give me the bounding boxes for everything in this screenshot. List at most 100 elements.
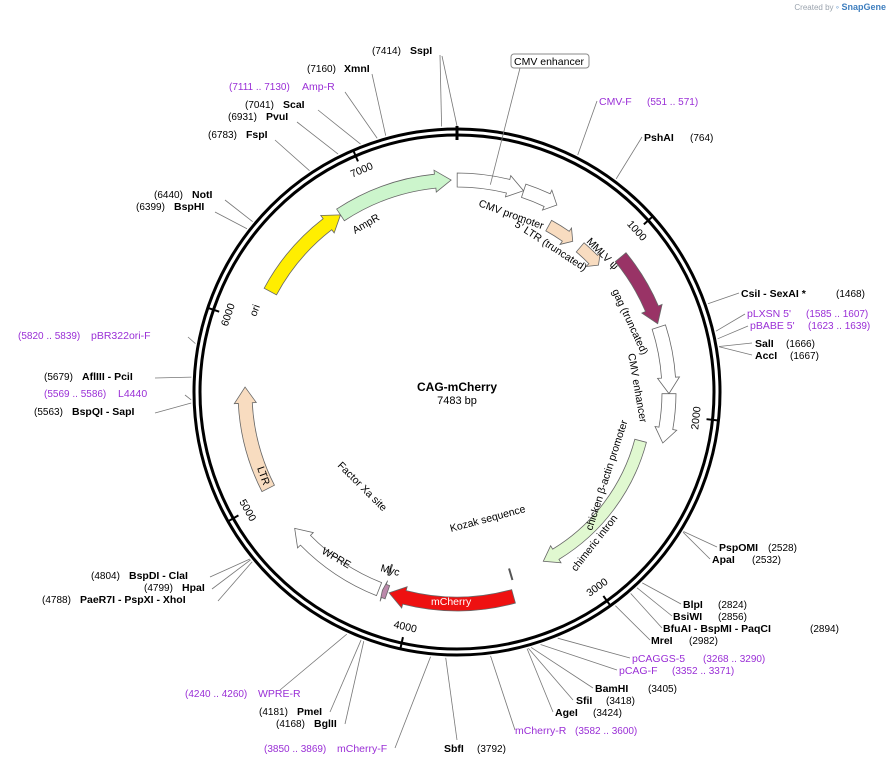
primer-pcaggs-5[interactable]: pCAGGS-5 [632,653,685,665]
leader-line [557,637,631,659]
enzyme-hpai[interactable]: HpaI [182,582,205,594]
feature-chimeric-intron[interactable] [542,438,647,564]
primer-pbr322ori-f[interactable]: pBR322ori-F [91,330,151,342]
tick-mark-1000 [643,216,653,226]
leader-line [154,376,192,379]
primer-plxsn-5[interactable]: pLXSN 5' [747,308,791,320]
primer-amp-r[interactable]: Amp-R [302,81,335,93]
leader-line [344,641,365,725]
leader-line [211,559,251,590]
tick-mark-5000 [228,514,239,522]
enzyme-mrei[interactable]: MreI [651,635,673,647]
feature-layer [233,169,681,612]
feature-ltr[interactable] [233,386,275,493]
feature-cmv-enhancer-2[interactable] [651,324,681,395]
leader-line [489,67,521,185]
leader-lines [154,54,753,749]
feature-5-ltr-truncated-[interactable] [545,219,574,246]
enzyme-pos-pshai: (764) [690,133,713,144]
feature-label-kozak: Kozak sequence [449,503,527,535]
tick-label-6000: 6000 [219,302,238,328]
enzyme-pos-pspomi: (2528) [768,543,797,554]
enzyme-pos-scai: (7041) [245,100,274,111]
primer-wpre-r[interactable]: WPRE-R [258,688,301,700]
feature-chicken-beta-actin-promoter[interactable] [654,393,678,444]
primer-pbabe-5[interactable]: pBABE 5' [750,320,795,332]
leader-line [615,136,643,180]
feature-label-factor-xa: Factor Xa site [335,460,389,514]
leader-line [682,531,711,560]
enzyme-bsiwi[interactable]: BsiWI [673,611,702,623]
enzyme-scai[interactable]: ScaI [283,99,305,111]
enzyme-afliii-pcii[interactable]: AflIII - PciI [82,371,133,383]
leader-line [209,558,251,578]
enzyme-sspi[interactable]: SspI [410,45,432,57]
enzyme-noti[interactable]: NotI [192,189,212,201]
primer-cmv-f[interactable]: CMV-F [599,96,632,108]
leader-line [214,211,248,230]
enzyme-pmei[interactable]: PmeI [297,706,322,718]
primer-range-plxsn-5: (1585 .. 1607) [806,309,868,320]
primer-range-pbabe-5: (1623 .. 1639) [808,321,870,332]
leader-line [528,647,574,701]
feature-factor-xa-site[interactable] [387,563,394,576]
primer-range-mcherry-f: (3850 .. 3869) [264,744,326,755]
enzyme-fspi[interactable]: FspI [246,129,268,141]
feature-gag-truncated-[interactable] [614,252,663,325]
feature-wpre[interactable] [294,527,383,597]
leader-line [154,402,192,414]
leader-line [371,73,387,136]
leader-line [540,644,618,671]
enzyme-pos-paer7i: (4788) [42,595,71,606]
feature-label-mcherry: mCherry [431,596,472,608]
primer-l4440[interactable]: L4440 [118,388,147,400]
leader-line [717,325,749,340]
feature-ori[interactable] [263,214,342,296]
enzyme-pos-bfuai: (2894) [810,624,839,635]
primer-mcherry-r[interactable]: mCherry-R [515,725,567,737]
enzyme-csii-sexai[interactable]: CsiI - SexAI * [741,288,807,300]
enzyme-sali[interactable]: SalI [755,338,774,350]
feature-kozak-sequence[interactable] [508,568,514,581]
primer-pcag-f[interactable]: pCAG-F [619,665,658,677]
enzyme-bamhi[interactable]: BamHI [595,683,628,695]
primer-range-cmv-f: (551 .. 571) [647,97,698,108]
tick-label-2000: 2000 [689,406,703,431]
enzyme-bglii[interactable]: BglII [314,718,337,730]
enzyme-blpi[interactable]: BlpI [683,599,703,611]
enzyme-agei[interactable]: AgeI [555,707,578,719]
enzyme-bsphi[interactable]: BspHI [174,201,204,213]
tick-mark-2000 [706,418,718,422]
enzyme-bfuai-bspmi-paqci[interactable]: BfuAI - BspMI - PaqCI [663,623,771,635]
feature-mmlv-psi[interactable] [575,242,601,268]
enzyme-bspdi-clai[interactable]: BspDI - ClaI [129,570,188,582]
feature-cmv-promoter[interactable] [520,183,558,211]
leader-line [187,336,196,344]
enzyme-bspqi-sapi[interactable]: BspQI - SapI [72,406,135,418]
tick-label-5000: 5000 [236,497,258,523]
enzyme-xmni[interactable]: XmnI [344,63,370,75]
leader-line [683,531,718,548]
enzyme-pos-pmei: (4181) [259,707,288,718]
leader-line [274,139,310,171]
enzyme-sbfi[interactable]: SbfI [444,743,464,755]
enzyme-sfii[interactable]: SfiI [576,695,592,707]
feature-cmv-enhancer[interactable] [456,172,525,198]
feature-ampr[interactable] [336,169,452,222]
leader-line [719,346,753,356]
feature-mcherry[interactable] [388,586,516,612]
enzyme-pvui[interactable]: PvuI [266,111,288,123]
snapgene-logo: ◦ SnapGene [835,2,886,12]
leader-line [329,639,362,713]
feature-myc[interactable] [379,580,391,602]
enzyme-pshai[interactable]: PshAI [644,132,674,144]
enzyme-acci[interactable]: AccI [755,350,777,362]
enzyme-pos-apai: (2532) [752,555,781,566]
primer-mcherry-f[interactable]: mCherry-F [337,743,387,755]
enzyme-paer7i-pspxi-xhoi[interactable]: PaeR7I - PspXI - XhoI [80,594,186,606]
tick-label-3000: 3000 [584,576,610,599]
leader-line [526,648,554,713]
enzyme-apai[interactable]: ApaI [712,554,735,566]
enzyme-pspomi[interactable]: PspOMI [719,542,758,554]
